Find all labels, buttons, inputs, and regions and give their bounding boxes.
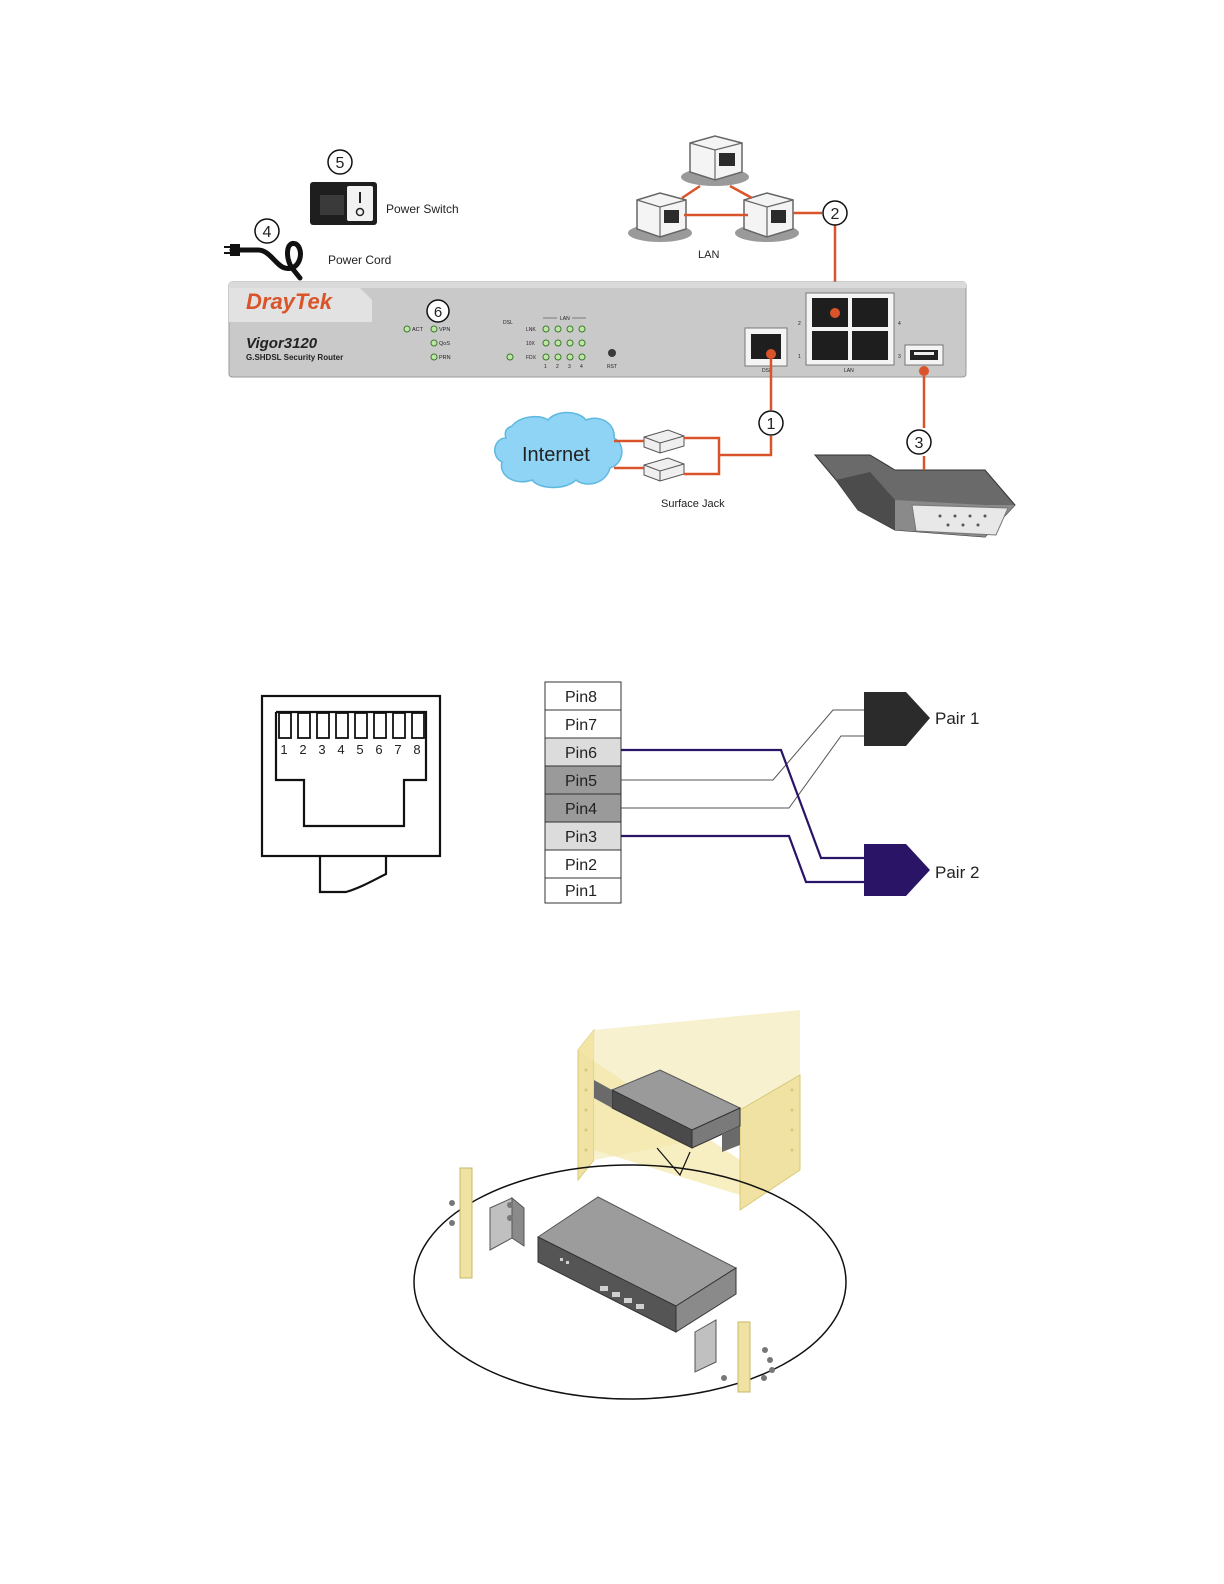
power-cord-icon (224, 243, 300, 278)
callout-2: 2 (823, 201, 847, 225)
power-switch-label: Power Switch (386, 202, 459, 216)
led-col-3: 3 (568, 364, 571, 370)
surface-jack-icon (644, 430, 684, 481)
svg-text:4: 4 (263, 224, 272, 241)
lan-port-label: LAN (844, 368, 854, 374)
usb-cable-plug (919, 366, 929, 376)
pair1-connector (864, 692, 930, 746)
callout-5: 5 (328, 150, 352, 174)
dsl-led-label: DSL (503, 320, 513, 326)
callout-4: 4 (255, 219, 279, 243)
rj45-pin-slots (279, 713, 424, 738)
led-row-fdx: FDX (526, 355, 537, 361)
dsl-cable-plug (766, 349, 776, 359)
led-col-1: 1 (544, 364, 547, 370)
router-model: Vigor3120 (246, 335, 318, 352)
brand-logo: DrayTek (246, 289, 334, 314)
led-prn: PRN (439, 355, 451, 361)
callout-3: 3 (907, 430, 931, 454)
rst-label: RST (607, 364, 617, 370)
led-vpn: VPN (439, 327, 450, 333)
pair2-label: Pair 2 (935, 863, 979, 882)
lan-computers-icon (628, 136, 799, 242)
pin2-label: Pin2 (565, 857, 597, 874)
svg-text:3: 3 (915, 435, 924, 452)
svg-text:7: 7 (394, 742, 401, 757)
router-subtitle: G.SHDSL Security Router (246, 353, 343, 362)
surface-jack-label: Surface Jack (661, 498, 725, 510)
svg-text:8: 8 (413, 742, 420, 757)
pin4-label: Pin4 (565, 801, 597, 818)
lan-port-num-4: 4 (898, 321, 901, 327)
power-cord-label: Power Cord (328, 253, 391, 267)
lan-port-num-2: 2 (798, 321, 801, 327)
svg-text:1: 1 (767, 416, 776, 433)
lan-led-header: LAN (560, 316, 570, 322)
right-bracket-icon (695, 1320, 775, 1392)
pair2-wires (621, 750, 866, 882)
pin7-label: Pin7 (565, 717, 597, 734)
led-qos: QoS (439, 341, 450, 347)
router-exploded-icon (538, 1197, 736, 1332)
power-switch-icon (310, 182, 377, 225)
rj45-pin-numbers: 1 2 3 4 5 6 7 8 (280, 742, 420, 757)
svg-text:4: 4 (337, 742, 344, 757)
svg-text:3: 3 (318, 742, 325, 757)
callout-6: 6 (427, 300, 449, 322)
pin6-label: Pin6 (565, 745, 597, 762)
svg-text:2: 2 (831, 206, 840, 223)
pair1-wires (621, 710, 866, 808)
led-row-10x: 10X (526, 341, 536, 347)
led-col-4: 4 (580, 364, 583, 370)
pin8-label: Pin8 (565, 689, 597, 706)
svg-text:2: 2 (299, 742, 306, 757)
svg-text:6: 6 (434, 304, 442, 321)
pair1-label: Pair 1 (935, 709, 979, 728)
usb-storage-icon (815, 455, 1015, 537)
svg-text:5: 5 (356, 742, 363, 757)
pin5-label: Pin5 (565, 773, 597, 790)
led-row-lnk: LNK (526, 327, 536, 333)
internet-label: Internet (522, 444, 590, 466)
pin1-label: Pin1 (565, 883, 597, 900)
pair2-connector (864, 844, 930, 896)
callout-1: 1 (759, 411, 783, 435)
pin3-label: Pin3 (565, 829, 597, 846)
reset-button (608, 349, 616, 357)
router-front-panel: DrayTek Vigor3120 G.SHDSL Security Route… (229, 282, 966, 377)
lan-cable-plug (830, 308, 840, 318)
led-col-2: 2 (556, 364, 559, 370)
svg-text:1: 1 (280, 742, 287, 757)
lan-network-label: LAN (698, 249, 719, 261)
svg-text:5: 5 (336, 155, 345, 172)
usb-port-num: 3 (898, 354, 901, 360)
svg-text:6: 6 (375, 742, 382, 757)
led-act: ACT (412, 327, 424, 333)
lan-port-num-1: 1 (798, 354, 801, 360)
